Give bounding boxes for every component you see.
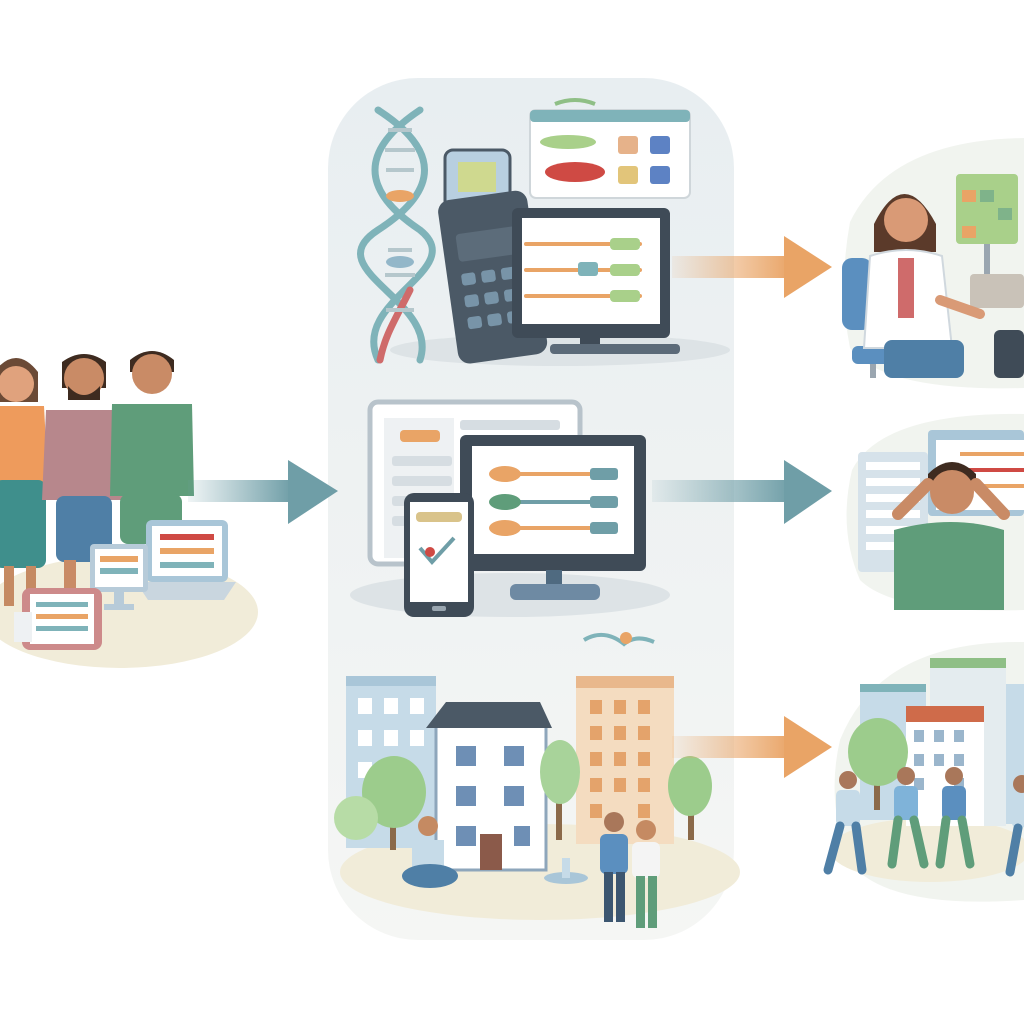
doctor-icon	[862, 194, 985, 378]
monitor-icon	[460, 435, 646, 600]
tree-icon	[848, 718, 908, 810]
person-icon	[600, 812, 628, 922]
tablet-icon	[14, 588, 102, 650]
clinician-consultation	[842, 138, 1024, 389]
arrow-to-patient	[652, 460, 832, 524]
person-icon	[0, 358, 48, 606]
person-icon	[1005, 775, 1024, 877]
digital-platforms-row	[350, 399, 670, 617]
patient-silhouette	[994, 330, 1024, 378]
patient-screen-use	[846, 413, 1024, 611]
fountain-icon	[544, 858, 588, 884]
laptop-icon	[136, 520, 236, 600]
person-icon	[42, 354, 124, 590]
smartphone-icon	[404, 493, 474, 617]
person-icon	[632, 820, 660, 928]
monitor-icon	[90, 544, 148, 610]
building-icon	[576, 632, 674, 844]
person-icon	[823, 771, 867, 875]
person-icon	[887, 767, 929, 869]
person-icon	[110, 351, 194, 544]
arrow-to-community	[672, 716, 832, 778]
arrow-group-to-center	[188, 460, 338, 524]
person-icon	[935, 767, 975, 869]
left-group-panel	[0, 351, 258, 668]
arrow-to-clinician	[672, 236, 832, 298]
monitor-icon	[512, 208, 680, 354]
person-icon	[402, 816, 458, 888]
building-icon	[426, 702, 552, 872]
center-panel	[328, 78, 740, 940]
tree-icon	[334, 740, 712, 850]
dashboard-icon	[529, 98, 691, 199]
person-icon	[892, 462, 1010, 610]
community-row	[334, 632, 740, 928]
genomic-analysis-row	[357, 98, 730, 366]
chart-board-icon	[956, 174, 1024, 308]
dna-icon	[357, 106, 436, 364]
community-walking	[823, 641, 1024, 902]
